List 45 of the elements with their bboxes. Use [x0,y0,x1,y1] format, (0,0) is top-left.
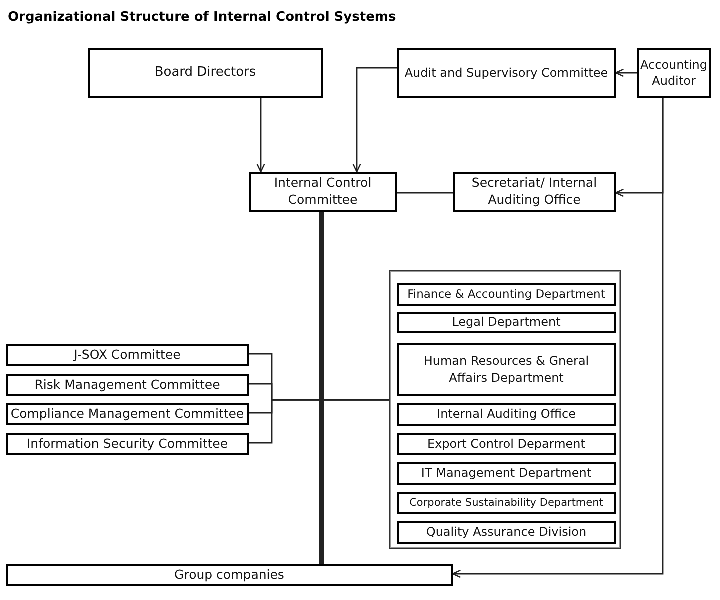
diagram-title: Organizational Structure of Internal Control Systems [8,9,396,27]
connector-arrow [352,67,397,173]
node-label: Internal Auditing Office [437,406,576,423]
group-frame [389,270,621,549]
connector-line [397,192,453,194]
department-box [397,312,616,333]
process-box [6,564,453,586]
committee-box [6,344,249,366]
connector-line [249,399,389,444]
connector-arrow [256,98,266,173]
node-label: Group companies [174,566,284,584]
node-label: Corporate Sustainability Department [410,496,604,510]
department-box [397,492,616,514]
node-label: J-SOX Committee [74,346,181,364]
process-box [397,48,616,98]
connector-arrow [452,98,664,578]
node-label: Human Resources & Gneral Affairs Department [422,353,590,386]
process-box [249,172,397,212]
department-box [397,343,616,396]
node-label: Compliance Management Committee [10,406,244,422]
connector-line [320,212,324,564]
connector-arrow [615,68,637,78]
committee-box [6,433,249,455]
department-box [397,521,616,544]
process-box [453,172,616,212]
node-label: Internal Control Committee [273,175,373,209]
department-box [397,403,616,426]
node-label: Risk Management Committee [34,376,220,394]
node-label: IT Management Department [421,465,592,482]
department-box [397,283,616,306]
committee-box [6,374,249,396]
node-label: Legal Department [452,314,561,331]
committee-box [6,403,249,425]
node-label: Quality Assurance Division [426,524,587,541]
node-label: Accounting Auditor [640,56,708,90]
node-label: Secretariat/ Internal Auditing Office [470,175,598,209]
node-label: Board Directors [154,64,256,82]
node-label: Audit and Supervisory Committee [404,64,608,82]
node-label: Finance & Accounting Department [408,286,606,302]
department-box [397,433,616,455]
node-label: Information Security Committee [26,436,228,452]
node-label: Export Control Deparment [428,436,586,452]
process-box [637,48,711,98]
department-box [397,462,616,485]
process-box [88,48,323,98]
